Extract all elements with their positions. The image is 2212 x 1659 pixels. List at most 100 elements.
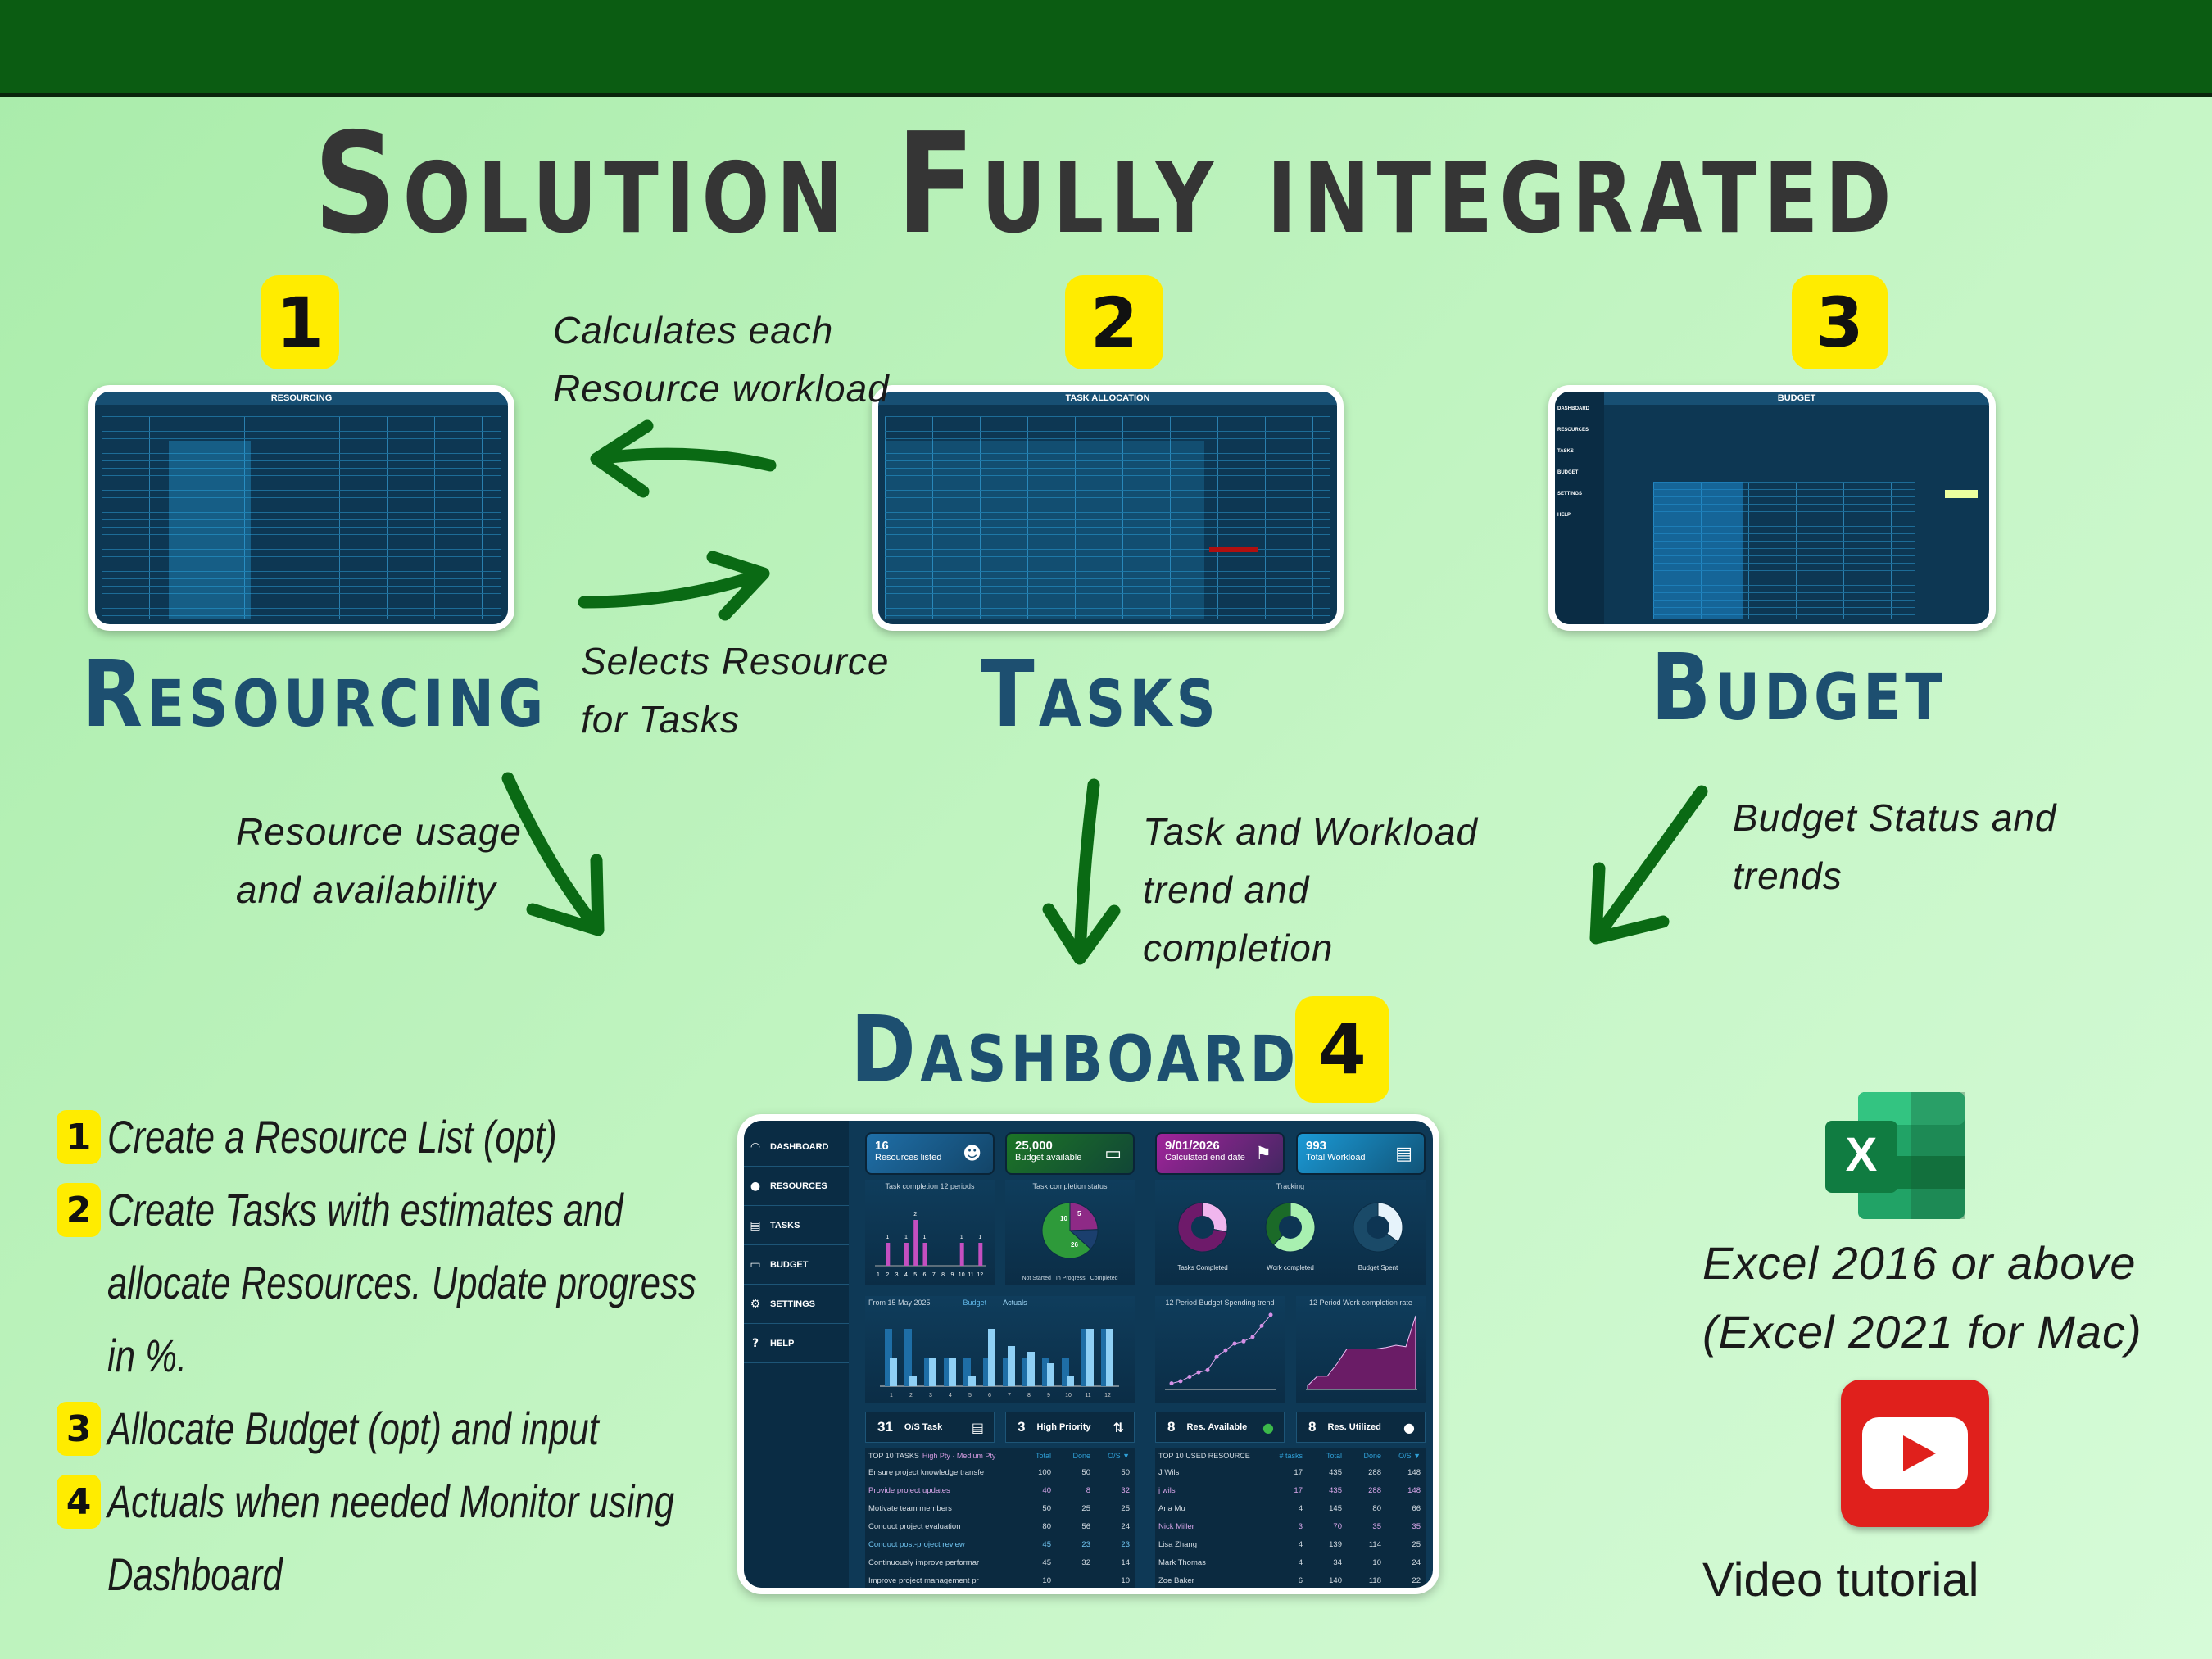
actual-bar bbox=[1067, 1376, 1074, 1386]
gear-icon: ⚙ bbox=[750, 1297, 761, 1311]
column-header[interactable]: Done bbox=[1072, 1452, 1090, 1460]
row-name: Zoe Baker bbox=[1158, 1575, 1194, 1585]
table-header: TOP 10 USED RESOURCE # tasks Total Done O/S … bbox=[1155, 1448, 1426, 1463]
budget-bar bbox=[924, 1358, 931, 1386]
step-text-wrap: Allocate Budget (opt) and input bbox=[107, 1392, 728, 1465]
step-text: Actuals when needed Monitor using Dashbo… bbox=[107, 1475, 675, 1600]
stat-label: Res. Available bbox=[1186, 1422, 1248, 1432]
row-value: 25 bbox=[1412, 1539, 1421, 1549]
thumbnail-title: TASK ALLOCATION bbox=[878, 392, 1337, 405]
kpi-value: 9/01/2026 bbox=[1165, 1139, 1220, 1153]
row-name: Conduct post-project review bbox=[868, 1539, 965, 1549]
kpi-label: Budget available bbox=[1015, 1153, 1082, 1163]
kpi-value: 25,000 bbox=[1015, 1139, 1053, 1153]
tick-label: 1 bbox=[877, 1272, 880, 1278]
table-row[interactable]: Finalize project deliverables1010 bbox=[865, 1589, 1135, 1594]
area-series bbox=[1307, 1315, 1416, 1390]
tick-label: 12 bbox=[977, 1272, 983, 1278]
row-value: 45 bbox=[1042, 1557, 1051, 1567]
tick-label: 11 bbox=[968, 1272, 973, 1278]
panel-spend-trend: 12 Period Budget Spending trend bbox=[1155, 1296, 1285, 1403]
sidebar-item-budget[interactable]: ▭BUDGET bbox=[744, 1245, 849, 1285]
panel-title: Task completion 12 periods bbox=[885, 1182, 975, 1190]
note-line: Resource usage bbox=[236, 810, 522, 853]
sidebar-item-label: TASKS bbox=[770, 1220, 800, 1231]
arrow-right-icon bbox=[578, 551, 770, 621]
row-name: Motivate team members bbox=[868, 1503, 952, 1513]
table-title: TOP 10 USED RESOURCE bbox=[1158, 1452, 1268, 1460]
column-header[interactable]: O/S ▼ bbox=[1108, 1452, 1130, 1460]
row-value: 10 bbox=[1017, 1594, 1056, 1595]
tick-label: 5 bbox=[968, 1393, 972, 1398]
sidebar-item-resources[interactable]: ●RESOURCES bbox=[744, 1167, 849, 1206]
sidebar-item-tasks[interactable]: ▤TASKS bbox=[744, 1206, 849, 1245]
sidebar-item-settings[interactable]: ⚙ SETTINGS bbox=[744, 1285, 849, 1324]
person-utilized-icon: ● bbox=[1403, 1419, 1415, 1435]
tick-label: 7 bbox=[932, 1272, 936, 1278]
sidebar-item-label: SETTINGS bbox=[770, 1299, 816, 1309]
row-value: 10 bbox=[1372, 1557, 1381, 1567]
budget-bar bbox=[1042, 1358, 1049, 1386]
column-header[interactable]: Total bbox=[1326, 1452, 1342, 1460]
trend-line bbox=[1171, 1314, 1271, 1385]
panel-title: From 15 May 2025 bbox=[868, 1299, 931, 1307]
column-header[interactable]: # tasks bbox=[1279, 1452, 1303, 1460]
row-name: j wils bbox=[1158, 1485, 1176, 1495]
column-header[interactable]: O/S ▼ bbox=[1398, 1452, 1421, 1460]
table-row[interactable]: Ben Cooper220182 bbox=[1155, 1589, 1426, 1594]
sidebar-item-dashboard[interactable]: ◠DASHBOARD bbox=[744, 1127, 849, 1167]
tick-label: 9 bbox=[950, 1272, 954, 1278]
data-point bbox=[1169, 1381, 1174, 1386]
row-name: Ana Mu bbox=[1158, 1503, 1185, 1513]
budget-thumbnail: DASHBOARD RESOURCES TASKS BUDGET SETTING… bbox=[1548, 385, 1996, 631]
row-value: 35 bbox=[1412, 1521, 1421, 1531]
excel-requirements: Excel 2016 or above(Excel 2021 for Mac) bbox=[1702, 1229, 2142, 1367]
stat-label: High Priority bbox=[1036, 1422, 1091, 1432]
youtube-button[interactable] bbox=[1841, 1380, 1989, 1527]
sidebar-label: BUDGET bbox=[1557, 470, 1579, 475]
sidebar-item-help[interactable]: ?HELP bbox=[744, 1324, 849, 1363]
sheet-grid bbox=[885, 416, 1330, 619]
row-value: 114 bbox=[1368, 1539, 1381, 1549]
column-header[interactable]: Done bbox=[1363, 1452, 1381, 1460]
column-header[interactable]: Total bbox=[1035, 1452, 1051, 1460]
data-point bbox=[1250, 1335, 1255, 1339]
row-value: 140 bbox=[1329, 1575, 1342, 1585]
stat-label: Res. Utilized bbox=[1327, 1422, 1381, 1432]
sidebar-item-label: RESOURCES bbox=[770, 1181, 827, 1191]
video-tutorial-link[interactable]: Video tutorial bbox=[1702, 1553, 1979, 1607]
sidebar-label: TASKS bbox=[1557, 449, 1574, 454]
row-value: 22 bbox=[1412, 1575, 1421, 1585]
bar bbox=[904, 1243, 909, 1266]
bar bbox=[978, 1243, 983, 1266]
data-point bbox=[1205, 1367, 1210, 1372]
row-value: 40 bbox=[1042, 1485, 1051, 1495]
pie-slice bbox=[1265, 1202, 1291, 1246]
spend-trend-chart bbox=[1165, 1312, 1276, 1390]
sidebar-item-label: HELP bbox=[770, 1338, 795, 1349]
row-value: 4 bbox=[1298, 1503, 1303, 1513]
row-value: 10 bbox=[1095, 1594, 1135, 1595]
